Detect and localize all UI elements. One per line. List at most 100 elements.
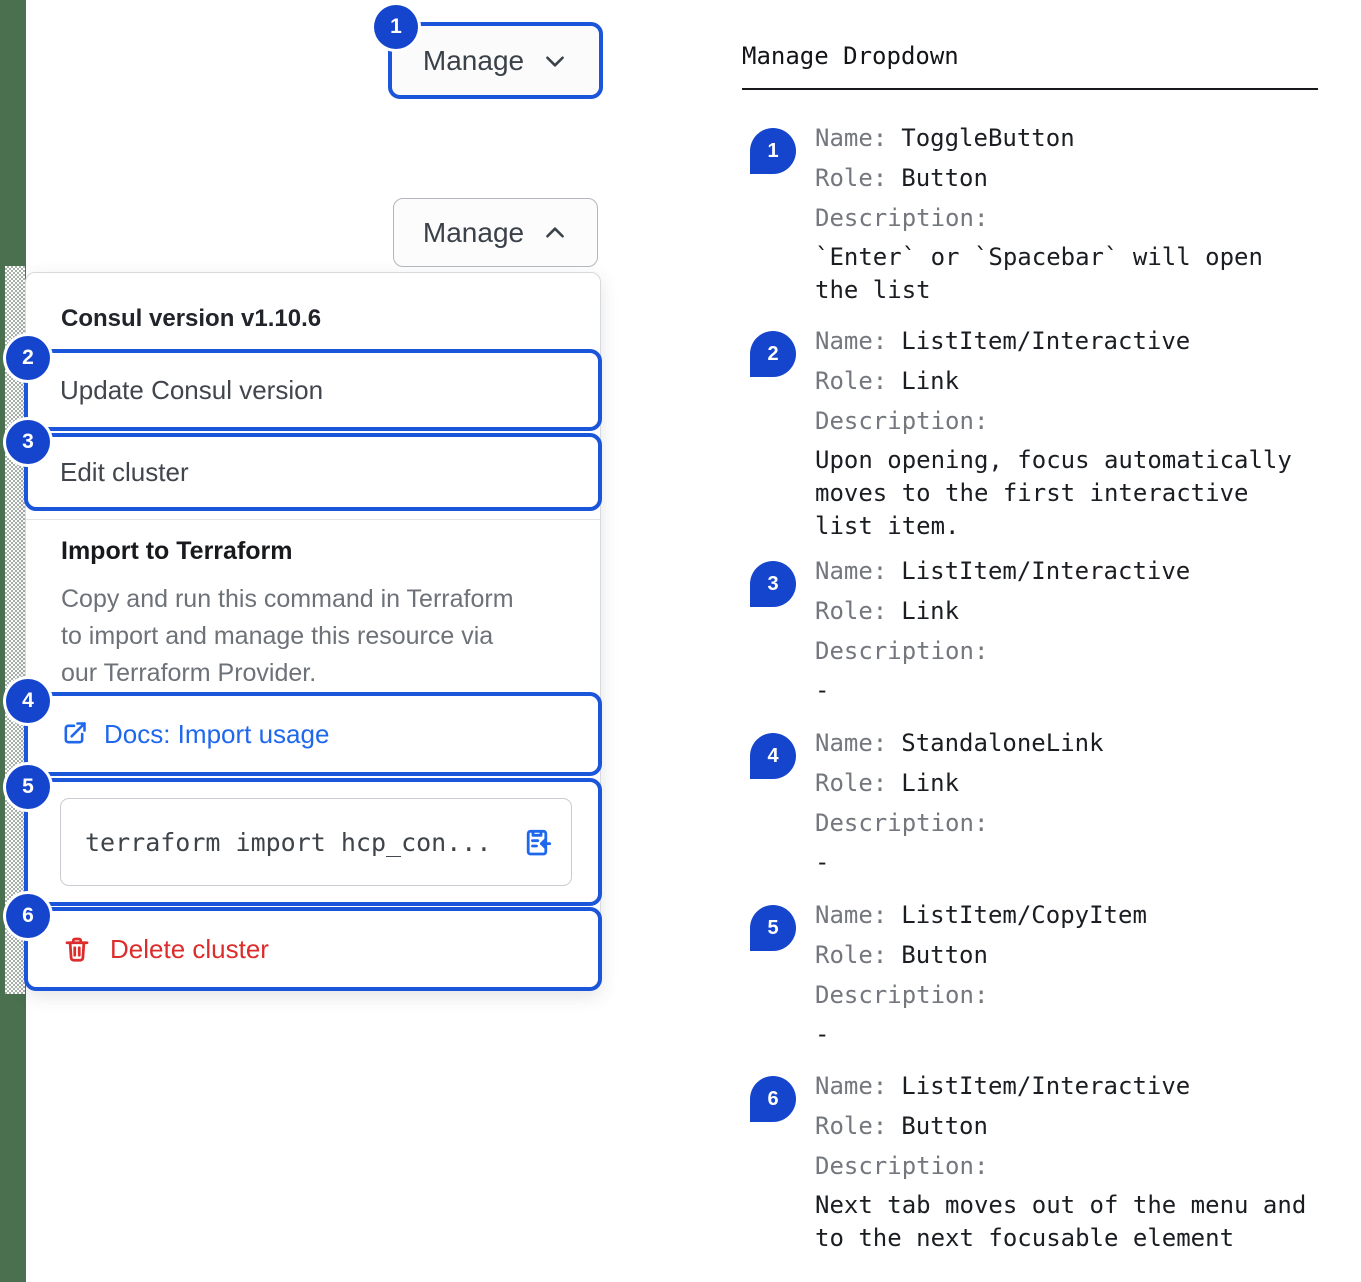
name-row: Name:ListItem/CopyItem xyxy=(815,895,1322,935)
entry-text: Name: ListItem/Interactive Role: Button De… xyxy=(815,1066,1322,1255)
menu-item-docs-import-usage[interactable]: Docs: Import usage xyxy=(24,692,602,776)
name-label: Name: xyxy=(815,557,888,585)
name-label: Name: xyxy=(815,124,888,152)
annotation-badge-1: 1 xyxy=(374,5,418,49)
menu-item-delete-cluster[interactable]: Delete cluster xyxy=(24,907,602,991)
doc-entry-6: 6 Name: ListItem/Interactive Role: Button … xyxy=(742,1066,1322,1255)
menu-item-edit-cluster[interactable]: Edit cluster xyxy=(24,433,602,511)
external-link-icon xyxy=(60,720,88,748)
role-value: Link xyxy=(901,769,960,797)
menu-divider xyxy=(26,519,600,520)
delete-cluster-label: Delete cluster xyxy=(110,933,269,964)
import-section-description: Copy and run this command in Terraform t… xyxy=(61,585,514,687)
entry-text: Name: ListItem/Interactive Role: Link Desc… xyxy=(815,321,1322,543)
name-label: Name: xyxy=(815,729,888,757)
name-value: StandaloneLink xyxy=(901,729,1104,757)
entry-text: Name:ListItem/CopyItem Role: Button Descr… xyxy=(815,895,1322,1051)
badge-number: 5 xyxy=(767,916,779,939)
annotation-badge-5: 5 xyxy=(6,765,50,809)
doc-title: Manage Dropdown xyxy=(742,42,959,70)
description-label: Description: xyxy=(815,981,989,1009)
description-row: Description: xyxy=(815,975,1322,1015)
description-row: Description: xyxy=(815,631,1322,671)
badge-number: 4 xyxy=(22,689,34,712)
entry-badge: 4 xyxy=(750,733,796,779)
role-value: Button xyxy=(901,164,988,192)
role-value: Button xyxy=(901,1112,988,1140)
trash-icon xyxy=(62,934,92,964)
name-label: Name: xyxy=(815,327,888,355)
role-value: Link xyxy=(901,597,960,625)
badge-number: 5 xyxy=(22,775,34,798)
role-value: Link xyxy=(901,367,960,395)
chevron-down-icon xyxy=(542,48,568,74)
chevron-up-icon xyxy=(542,220,568,246)
entry-text: Name: StandaloneLink Role: Link Descriptio… xyxy=(815,723,1322,879)
description-value: `Enter` or `Spacebar` will open the list xyxy=(815,243,1263,304)
manage-toggle-button-open[interactable]: Manage xyxy=(393,198,598,267)
name-value: ListItem/Interactive xyxy=(901,1072,1191,1100)
manage-button-label: Manage xyxy=(422,216,525,248)
name-row: Name: ListItem/Interactive xyxy=(815,1066,1322,1106)
description-value: - xyxy=(815,848,830,876)
annotation-badge-2: 2 xyxy=(6,336,50,380)
annotation-badge-4: 4 xyxy=(6,679,50,723)
badge-number: 6 xyxy=(22,904,34,927)
description-row: Description: xyxy=(815,1146,1322,1186)
clipboard-copy-icon xyxy=(521,826,553,858)
badge-number: 4 xyxy=(767,744,779,767)
name-value: ListItem/Interactive xyxy=(901,327,1191,355)
doc-entry-3: 3 Name: ListItem/Interactive Role: Link De… xyxy=(742,551,1322,707)
manage-toggle-button-closed[interactable]: Manage xyxy=(388,22,603,99)
role-row: Role: Link xyxy=(815,361,1322,401)
doc-entry-5: 5 Name:ListItem/CopyItem Role: Button Des… xyxy=(742,895,1322,1051)
description-row: Description: xyxy=(815,803,1322,843)
badge-number: 3 xyxy=(767,572,779,595)
delete-cluster-row: Delete cluster xyxy=(62,934,269,965)
menu-item-label: Update Consul version xyxy=(60,374,324,405)
copy-command-button[interactable] xyxy=(521,826,553,858)
role-row: Role: Button xyxy=(815,935,1322,975)
consul-version-label: Consul version v1.10.6 xyxy=(61,305,322,332)
name-value: ToggleButton xyxy=(901,124,1075,152)
badge-number: 2 xyxy=(767,342,779,365)
terraform-command-text: terraform import hcp_con... xyxy=(85,827,492,857)
role-label: Role: xyxy=(815,367,888,395)
name-row: Name: ListItem/Interactive xyxy=(815,321,1322,361)
name-row: Name: ToggleButton xyxy=(815,118,1322,158)
role-row: Role: Link xyxy=(815,591,1322,631)
menu-item-label: Edit cluster xyxy=(60,456,189,487)
role-label: Role: xyxy=(815,941,888,969)
badge-number: 1 xyxy=(767,139,779,162)
name-row: Name: ListItem/Interactive xyxy=(815,551,1322,591)
name-value: ListItem/Interactive xyxy=(901,557,1191,585)
badge-number: 6 xyxy=(767,1087,779,1110)
role-value: Button xyxy=(901,941,988,969)
description-value: - xyxy=(815,1020,830,1048)
import-section-title: Import to Terraform xyxy=(61,537,293,565)
terraform-command-box: terraform import hcp_con... xyxy=(60,798,572,886)
menu-item-update-consul-version[interactable]: Update Consul version xyxy=(24,349,602,431)
description-label: Description: xyxy=(815,204,989,232)
doc-entry-4: 4 Name: StandaloneLink Role: Link Descript… xyxy=(742,723,1322,879)
role-label: Role: xyxy=(815,164,888,192)
description-label: Description: xyxy=(815,1152,989,1180)
description-value: - xyxy=(815,676,830,704)
role-label: Role: xyxy=(815,1112,888,1140)
annotation-badge-3: 3 xyxy=(6,420,50,464)
manage-dropdown-menu: Consul version v1.10.6 Update Consul ver… xyxy=(24,272,602,991)
description-value: Upon opening, focus automatically moves … xyxy=(815,446,1292,540)
docs-link-label: Docs: Import usage xyxy=(104,718,330,749)
description-row: Description: xyxy=(815,401,1322,441)
entry-badge: 2 xyxy=(750,331,796,377)
badge-number: 2 xyxy=(22,346,34,369)
menu-item-copy-command[interactable]: terraform import hcp_con... xyxy=(24,778,602,906)
badge-number: 1 xyxy=(390,15,402,38)
role-label: Role: xyxy=(815,597,888,625)
manage-button-label: Manage xyxy=(422,44,525,76)
role-label: Role: xyxy=(815,769,888,797)
description-row: Description: xyxy=(815,198,1322,238)
entry-badge: 1 xyxy=(750,128,796,174)
entry-text: Name: ListItem/Interactive Role: Link Desc… xyxy=(815,551,1322,707)
name-label: Name: xyxy=(815,1072,888,1100)
